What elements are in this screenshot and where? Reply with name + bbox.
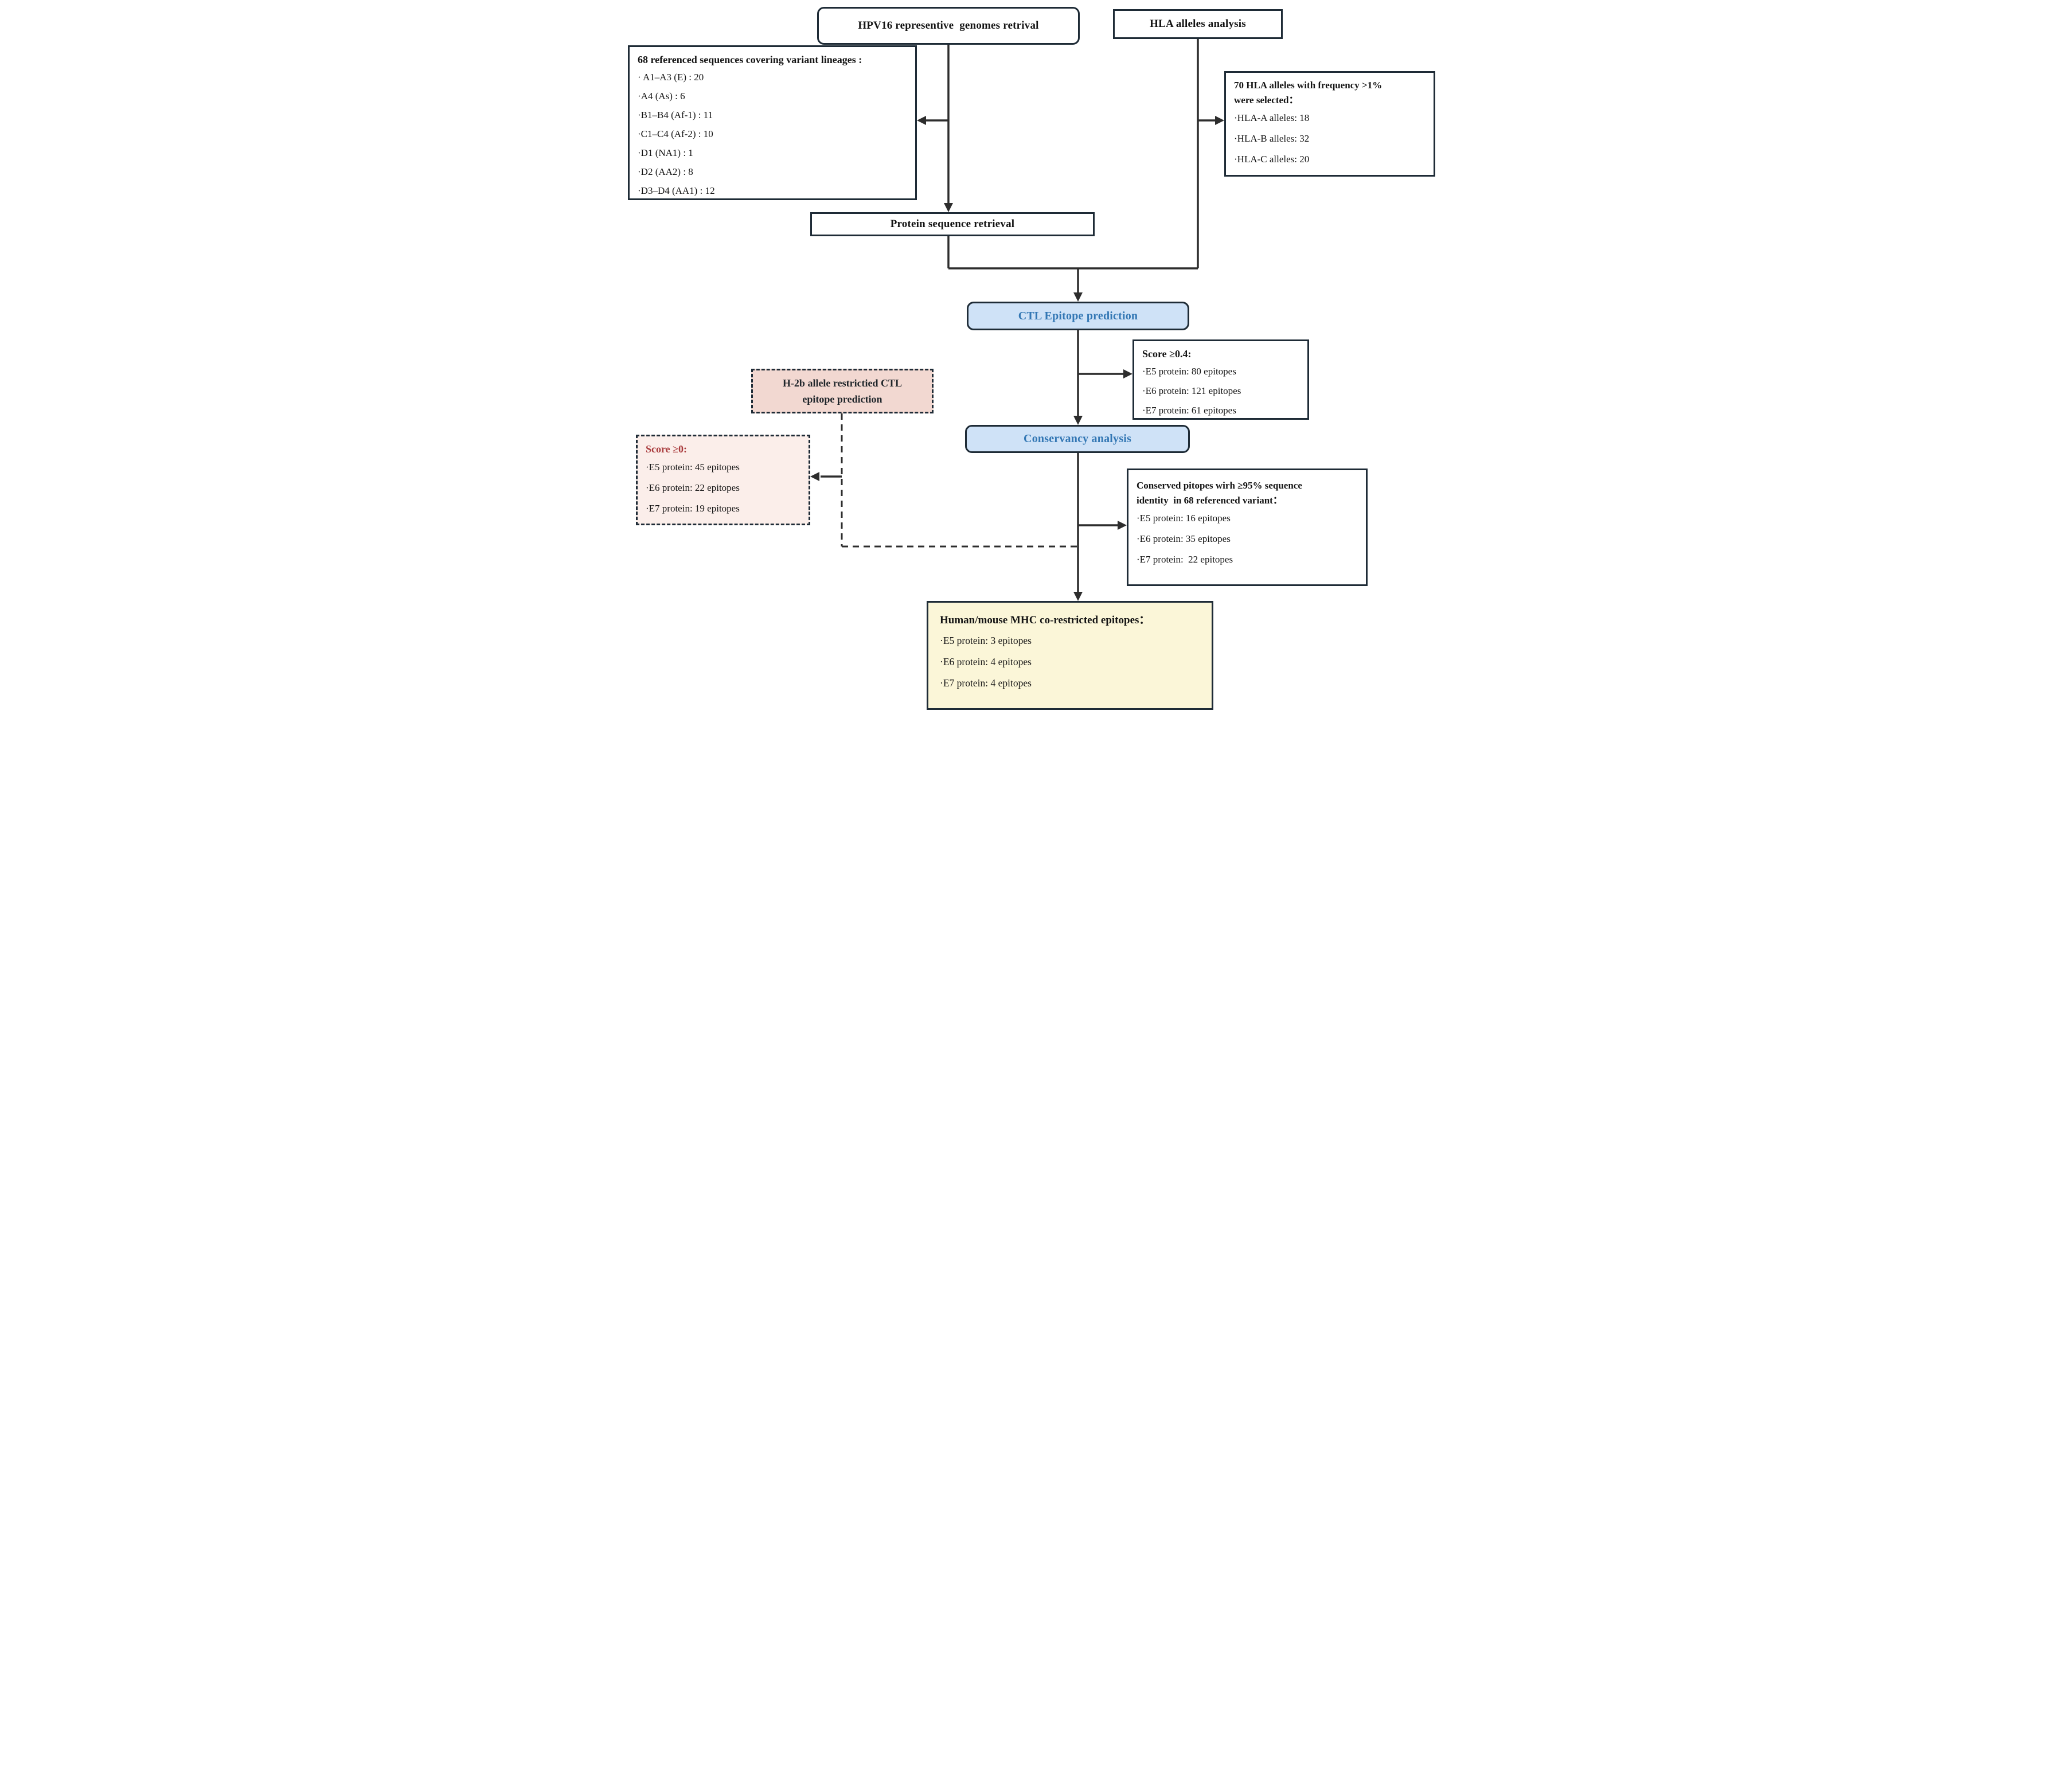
list-item: ·E6 protein: 35 epitopes [1137,533,1231,544]
arrow-left-into-score0 [810,472,819,481]
list-item: ·E7 protein: 19 epitopes [646,503,740,514]
protein-sequence-retrieval-box: Protein sequence retrieval [810,212,1095,236]
mhc-corestricted-title: Human/mouse MHC co-restricted epitopes： [940,614,1150,626]
hpv16-genomes-label: HPV16 representive genomes retrival [858,19,1039,32]
score-04-title: Score ≥0.4: [1142,348,1192,360]
score-0-title: Score ≥0: [646,443,688,455]
list-item: ·C1–C4 (Af-2) : 10 [638,128,713,139]
flowchart-canvas: HPV16 representive genomes retrival HLA … [619,0,1443,717]
list-item: ·E6 protein: 4 epitopes [940,656,1032,667]
protein-sequence-retrieval-label: Protein sequence retrieval [890,218,1015,230]
list-item: ·E7 protein: 22 epitopes [1137,554,1233,565]
list-item: ·E6 protein: 121 epitopes [1142,385,1241,396]
conserved-title-line1: Conserved pitopes wirh ≥95% sequence [1137,480,1302,491]
list-item: ·E7 protein: 61 epitopes [1142,405,1236,416]
score-0-results-box: Score ≥0: ·E5 protein: 45 epitopes ·E6 p… [636,435,810,525]
h2b-title-line2: epitope prediction [802,393,882,405]
arrow-right-into-conserved [1118,521,1127,530]
list-item: ·HLA-B alleles: 32 [1234,133,1310,144]
list-item: ·D3–D4 (AA1) : 12 [638,185,715,196]
arrow-right-into-score04 [1123,369,1132,378]
hla-analysis-label: HLA alleles analysis [1150,18,1246,30]
conservancy-analysis-box: Conservancy analysis [965,425,1190,453]
list-item: ·D1 (NA1) : 1 [638,147,693,158]
list-item: ·HLA-C alleles: 20 [1234,154,1310,165]
conserved-epitopes-box: Conserved pitopes wirh ≥95% sequence ide… [1127,469,1368,586]
referenced-sequences-box: 68 referenced sequences covering variant… [628,45,917,200]
flow-connectors [810,39,1224,601]
arrow-right-into-hla70 [1215,116,1224,125]
arrowheads [810,116,1224,601]
dashed-connector-lines [841,413,1078,548]
list-item: ·E5 protein: 16 epitopes [1137,513,1231,524]
ctl-epitope-prediction-box: CTL Epitope prediction [967,302,1189,330]
list-item: ·D2 (AA2) : 8 [638,166,693,177]
h2b-ctl-prediction-box: H-2b allele restrictied CTL epitope pred… [751,369,934,413]
mhc-corestricted-epitopes-box: Human/mouse MHC co-restricted epitopes： … [927,601,1213,710]
hpv16-genomes-box: HPV16 representive genomes retrival [817,7,1080,45]
list-item: ·E6 protein: 22 epitopes [646,482,740,493]
list-item: ·HLA-A alleles: 18 [1234,112,1310,123]
list-item: · A1–A3 (E) : 20 [638,72,704,83]
arrow-down-into-conservancy [1073,416,1083,425]
hla-alleles-selected-box: 70 HLA alleles with frequency >1% were s… [1224,71,1435,177]
referenced-sequences-title: 68 referenced sequences covering variant… [638,54,862,65]
arrow-down-into-mhc [1073,592,1083,601]
hla-alleles-title-line1: 70 HLA alleles with frequency >1% [1234,80,1383,91]
ctl-epitope-prediction-label: CTL Epitope prediction [1018,309,1138,322]
list-item: ·A4 (As) : 6 [638,91,685,101]
conservancy-analysis-label: Conservancy analysis [1024,432,1131,445]
solid-connector-lines [821,39,1216,593]
list-item: ·E5 protein: 80 epitopes [1142,366,1236,377]
list-item: ·E5 protein: 45 epitopes [646,462,740,473]
conserved-title-line2: identity in 68 referenced variant： [1137,495,1283,506]
h2b-title-line1: H-2b allele restrictied CTL [782,377,903,389]
list-item: ·E5 protein: 3 epitopes [940,635,1032,646]
hla-alleles-title-line2: were selected： [1234,95,1299,106]
hla-analysis-box: HLA alleles analysis [1113,9,1283,39]
score-04-results-box: Score ≥0.4: ·E5 protein: 80 epitopes ·E6… [1132,339,1309,420]
arrow-down-into-protein [944,203,953,212]
list-item: ·E7 protein: 4 epitopes [940,677,1032,689]
list-item: ·B1–B4 (Af-1) : 11 [638,110,713,120]
arrow-down-into-ctl [1073,292,1083,302]
arrow-left-into-refseq [917,116,926,125]
